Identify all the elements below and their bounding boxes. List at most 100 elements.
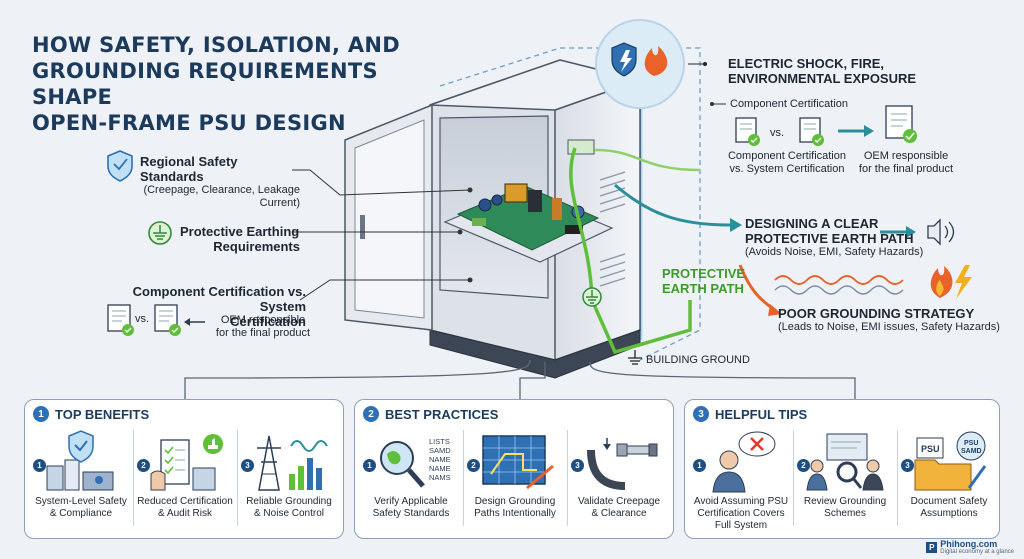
tip-1-line-1: Avoid Assuming PSU — [693, 496, 789, 507]
poor-grounding-sub: (Leads to Noise, EMI issues, Safety Haza… — [778, 321, 1000, 333]
list-word-3: NAME — [429, 455, 451, 464]
certification-heading-2: Certification — [230, 314, 306, 329]
panel-3-header: 3 HELPFUL TIPS — [693, 406, 807, 422]
magnifier-globe-icon: LISTS SAMD NAME NAME NAMS — [380, 437, 451, 488]
team-review-icon — [806, 433, 884, 491]
system-doc-icon — [154, 304, 181, 336]
cert-oem-2: for the final product — [858, 163, 954, 175]
left-vs-label: vs. — [135, 313, 150, 325]
earth-path-to-building — [590, 299, 692, 355]
tip-item-1: 1 Avoid Assuming PSU Certification Cover… — [691, 430, 791, 538]
panel-3-number: 3 — [693, 406, 709, 422]
teal-arrow-icon — [880, 226, 916, 238]
panel-2-title: BEST PRACTICES — [385, 406, 499, 422]
cert-vs: vs. — [770, 127, 785, 139]
micrometer-icon — [587, 438, 658, 490]
practice-1-number: 1 — [363, 459, 376, 472]
hazards-line-1: ELECTRIC SHOCK, FIRE, — [728, 56, 885, 71]
pe-path-line-1: PROTECTIVE — [662, 266, 746, 281]
panel-1-title: TOP BENEFITS — [55, 406, 150, 422]
checklist-thumbs-up-icon — [150, 434, 223, 491]
clear-path-sub: (Avoids Noise, EMI, Safety Hazards) — [745, 246, 924, 258]
pe-path-label: PROTECTIVE EARTH PATH — [662, 266, 752, 296]
earthing-heading-2: Requirements — [213, 239, 300, 254]
cert-caption-1: Component Certification — [727, 150, 846, 162]
cert-oem-1: OEM responsible — [863, 150, 949, 162]
building-ground-symbol — [628, 350, 642, 365]
connector-tips — [589, 361, 856, 399]
left-arrow-icon — [184, 318, 205, 326]
certification-label: Component Certification vs. System Certi… — [86, 284, 306, 329]
bubble-tag-psu: PSU — [964, 440, 978, 447]
pe-path-line-2: EARTH PATH — [662, 281, 744, 296]
brand-name: Phihong.com — [940, 539, 998, 549]
panel-1-divider-2 — [237, 430, 238, 526]
practice-2-line-2: Paths Intentionally — [474, 508, 556, 519]
benefit-1-line-1: System-Level Safety — [35, 496, 127, 507]
hazards-line-2: ENVIRONMENTAL EXPOSURE — [728, 71, 917, 86]
oem-doc-icon — [885, 105, 917, 143]
poor-grounding-label: POOR GROUNDING STRATEGY (Leads to Noise,… — [778, 306, 1018, 334]
flame-icon — [644, 46, 668, 76]
benefit-1-number: 1 — [33, 459, 46, 472]
clear-path-arrow — [614, 183, 731, 227]
benefit-1-caption: System-Level Safety & Compliance — [31, 496, 131, 520]
tip-3-caption: Document Safety Assumptions — [899, 496, 999, 520]
tip-1-line-2: Certification Covers — [697, 508, 785, 519]
practice-3-caption: Validate Creepage & Clearance — [569, 496, 669, 520]
benefit-3-caption: Reliable Grounding & Noise Control — [239, 496, 339, 520]
practice-3-line-1: Validate Creepage — [577, 496, 661, 507]
brand-logo-icon: P — [926, 541, 938, 553]
folder-docs-icon: PSU PSU SAMD — [914, 431, 987, 491]
practice-1-line-1: Verify Applicable — [374, 496, 448, 507]
practice-item-1: 1 LISTS SAMD NAME NAME NAMS Verify Appli… — [361, 430, 461, 538]
tip-3-line-1: Document Safety — [910, 496, 988, 507]
tip-1-number: 1 — [693, 459, 706, 472]
earthing-label: Protective Earthing Requirements — [180, 224, 300, 254]
title-line-1: HOW SAFETY, ISOLATION, AND — [32, 33, 401, 57]
panel-helpful-tips: 3 HELPFUL TIPS 1 Avoid Assuming PSU Cert… — [684, 399, 1000, 539]
earth-path-internal — [569, 147, 594, 301]
practice-3-number: 3 — [571, 459, 584, 472]
terminal-block — [567, 139, 595, 155]
practice-item-2: 2 Design Grounding Paths Intentionally — [465, 430, 565, 538]
tip-3-line-2: Assumptions — [920, 508, 978, 519]
practice-1-line-2: Safety Standards — [372, 508, 450, 519]
list-word-5: NAMS — [429, 473, 451, 482]
blueprint-icon — [482, 435, 554, 490]
left-oem-note: OEM responsible for the final product — [208, 314, 318, 340]
benefit-3-line-2: & Noise Control — [253, 508, 325, 519]
connector-benefits — [184, 359, 531, 399]
panel-2-number: 2 — [363, 406, 379, 422]
earth-ground-symbol — [582, 287, 602, 307]
list-word-2: SAMD — [429, 446, 451, 455]
panel-2-divider-2 — [567, 430, 568, 526]
brand-tagline: Digital economy at a glance — [940, 549, 1014, 555]
isolation-boundary-outline — [439, 47, 701, 361]
cert-title: Component Certification — [730, 98, 849, 110]
list-word-4: NAME — [429, 464, 451, 473]
tip-2-line-1: Review Grounding — [803, 496, 887, 507]
tip-2-number: 2 — [797, 459, 810, 472]
safety-shield-icon — [107, 150, 133, 182]
noise-wave-icon — [774, 275, 904, 285]
clear-path-line-2: PROTECTIVE EARTH PATH — [745, 231, 914, 246]
title-line-3: OPEN-FRAME PSU DESIGN — [32, 111, 346, 135]
shield-factory-icon — [46, 430, 114, 491]
benefit-1-line-2: & Compliance — [49, 508, 113, 519]
panel-best-practices: 2 BEST PRACTICES 1 LISTS SAMD NAME NAME … — [354, 399, 674, 539]
panel-2-header: 2 BEST PRACTICES — [363, 406, 498, 422]
building-ground-label: BUILDING GROUND — [646, 354, 750, 366]
cert-oem: OEM responsible for the final product — [846, 150, 966, 176]
tip-1-line-3: Full System — [714, 520, 768, 531]
practice-2-line-1: Design Grounding — [474, 496, 556, 507]
panel-1-number: 1 — [33, 406, 49, 422]
tip-item-3: 3 PSU PSU SAMD Document Safety Assumptio… — [899, 430, 999, 538]
cert-caption: Component Certification vs. System Certi… — [722, 150, 852, 176]
standards-label: Regional Safety Standards (Creepage, Cle… — [140, 154, 300, 210]
benefit-2-number: 2 — [137, 459, 150, 472]
callout-certification — [299, 279, 470, 301]
earth-path-upper — [594, 148, 701, 172]
benefit-3-number: 3 — [241, 459, 254, 472]
hazards-label: ELECTRIC SHOCK, FIRE, ENVIRONMENTAL EXPO… — [728, 56, 948, 86]
